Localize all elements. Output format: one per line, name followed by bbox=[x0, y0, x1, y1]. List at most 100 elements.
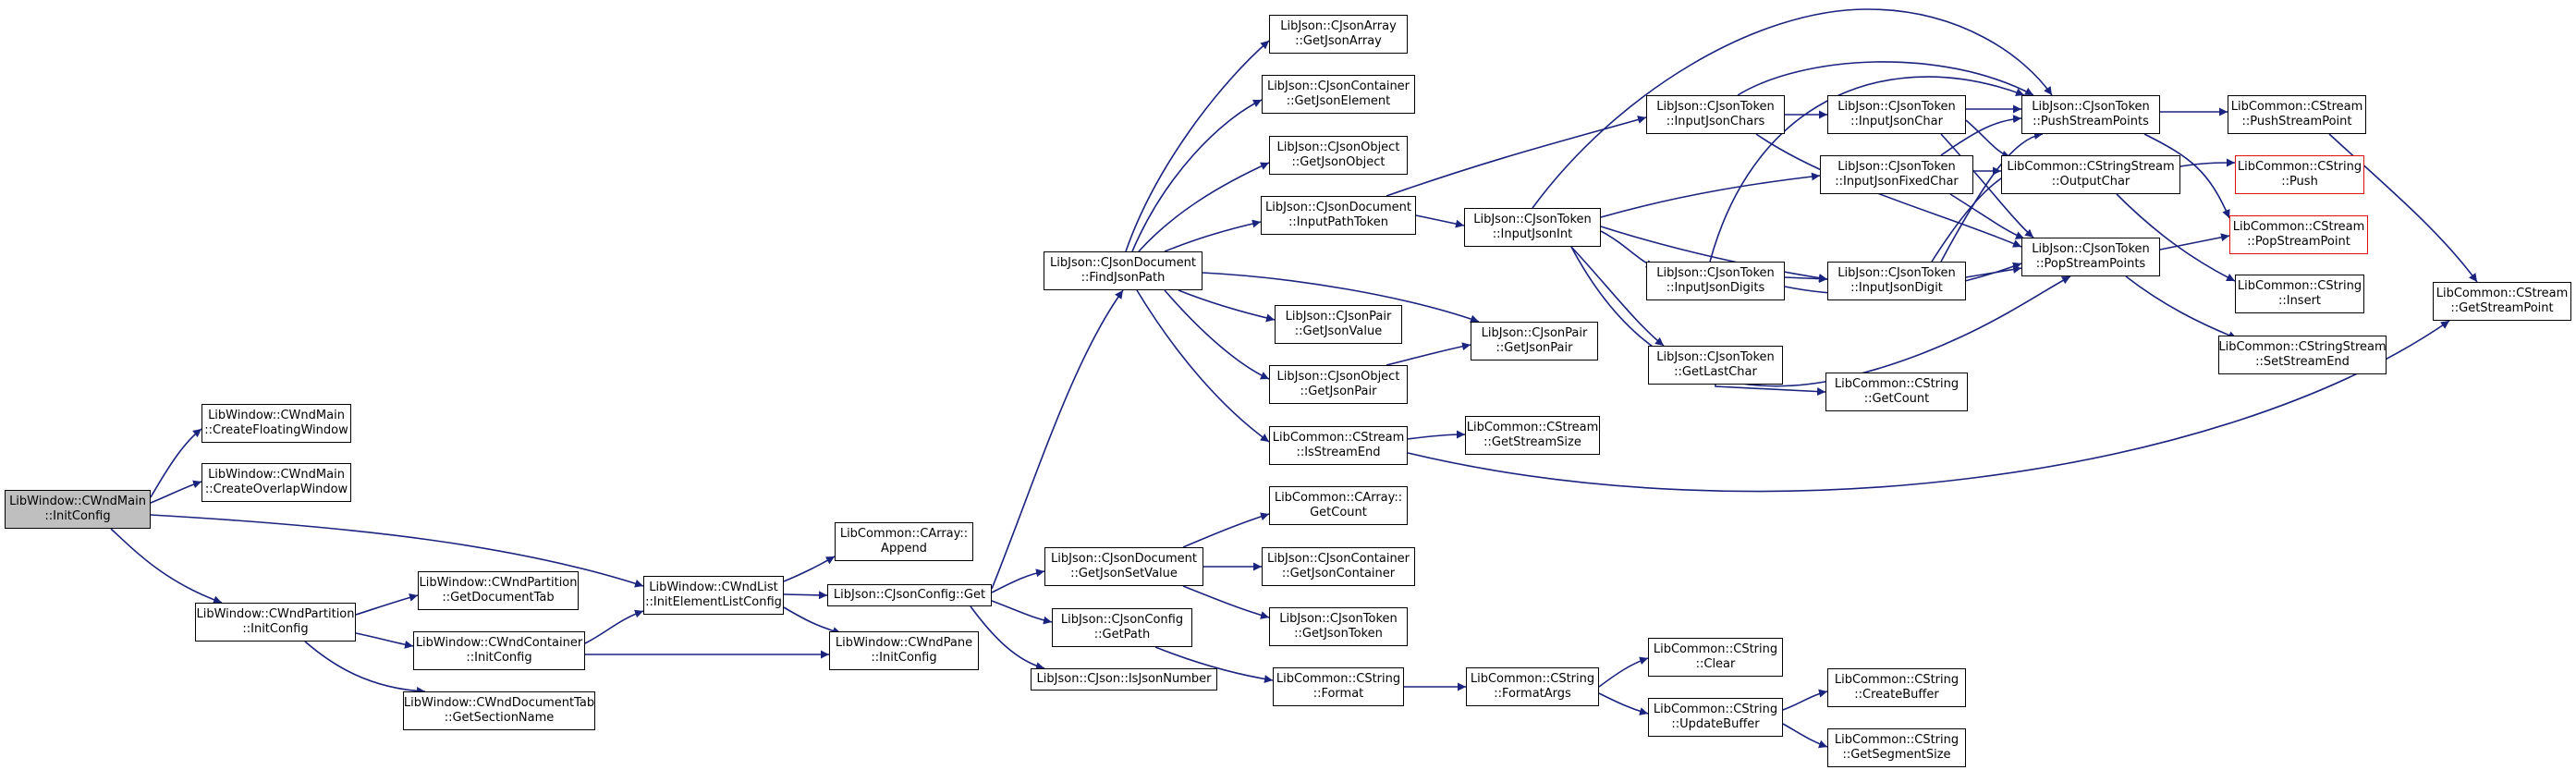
node-label-line1: LibJson::CJsonToken bbox=[1837, 100, 1956, 114]
node-label-line2: ::InputJsonChars bbox=[1666, 115, 1765, 128]
call-edge bbox=[1182, 512, 1270, 548]
node-label-line2: ::PopStreamPoint bbox=[2247, 235, 2350, 249]
node-label-line2: ::GetDocumentTab bbox=[442, 591, 555, 605]
node-cstringstream-setstreamend[interactable]: LibCommon::CStringStream::SetStreamEnd bbox=[2218, 336, 2387, 374]
node-label-line1: LibJson::CJsonObject bbox=[1276, 370, 1400, 384]
call-edge bbox=[150, 480, 202, 504]
node-label-line1: LibJson::CJsonContainer bbox=[1266, 552, 1410, 566]
node-cjsontoken-getlastchar[interactable]: LibJson::CJsonToken::GetLastChar bbox=[1648, 346, 1783, 385]
node-label-line1: LibCommon::CStream bbox=[1272, 431, 1405, 445]
node-cstring-createbuffer[interactable]: LibCommon::CString::CreateBuffer bbox=[1827, 668, 1966, 707]
node-cjsonobject-getjsonobject[interactable]: LibJson::CJsonObject::GetJsonObject bbox=[1269, 136, 1408, 175]
node-cstringstream-outputchar[interactable]: LibCommon::CStringStream::OutputChar bbox=[2001, 155, 2180, 194]
node-cjsoncontainer-getjsoncontainer[interactable]: LibJson::CJsonContainer::GetJsonContaine… bbox=[1262, 547, 1415, 586]
node-label-line1: LibJson::CJsonDocument bbox=[1050, 256, 1196, 270]
node-cstream-getstreampoint[interactable]: LibCommon::CStream::GetStreamPoint bbox=[2433, 282, 2571, 321]
node-cjsonpair-getjsonpair[interactable]: LibJson::CJsonPair::GetJsonPair bbox=[1471, 322, 1598, 361]
node-cjsontoken-inputjsonchars[interactable]: LibJson::CJsonToken::InputJsonChars bbox=[1646, 95, 1785, 134]
node-label-line1: LibWindow::CWndPane bbox=[835, 636, 973, 650]
node-label-line2: ::CreateOverlapWindow bbox=[204, 483, 348, 496]
node-label-line1: LibCommon::CString bbox=[1470, 672, 1595, 686]
node-cjsonarray-getjsonarray[interactable]: LibJson::CJsonArray::GetJsonArray bbox=[1269, 15, 1408, 54]
node-cwndlist-initelementlistconfig[interactable]: LibWindow::CWndList::InitElementListConf… bbox=[643, 576, 784, 615]
node-label-line1: LibJson::CJsonDocument bbox=[1265, 201, 1411, 214]
node-label-line1: LibWindow::CWndMain bbox=[208, 409, 345, 422]
call-edge bbox=[1154, 646, 1274, 684]
node-label-line1: LibJson::CJsonToken bbox=[1837, 266, 1956, 280]
node-cjson-isjsonnumber[interactable]: LibJson::CJson::IsJsonNumber bbox=[1031, 668, 1217, 691]
node-label-line2: GetCount bbox=[1310, 506, 1367, 519]
node-carray-append[interactable]: LibCommon::CArray::Append bbox=[835, 522, 973, 561]
node-cjsontoken-pushstreampoints[interactable]: LibJson::CJsonToken::PushStreamPoints bbox=[2021, 95, 2160, 134]
node-label-line1: LibJson::CJsonToken bbox=[1656, 266, 1775, 280]
node-label-line1: LibCommon::CString bbox=[1834, 733, 1959, 747]
node-cjsondocument-findjsonpath[interactable]: LibJson::CJsonDocument::FindJsonPath bbox=[1044, 251, 1203, 290]
node-cstream-getstreamsize[interactable]: LibCommon::CStream::GetStreamSize bbox=[1465, 416, 1600, 455]
node-cstring-getcount[interactable]: LibCommon::CString::GetCount bbox=[1825, 373, 1968, 411]
node-label-line1: LibCommon::CString bbox=[1653, 642, 1778, 656]
node-label-line1: LibCommon::CString bbox=[1276, 672, 1401, 686]
node-carray-getcount[interactable]: LibCommon::CArray::GetCount bbox=[1269, 486, 1408, 525]
node-label-line2: ::GetSegmentSize bbox=[1842, 748, 1951, 762]
node-label-line2: ::CreateBuffer bbox=[1854, 688, 1939, 702]
node-cwndpartition-getdocumenttab[interactable]: LibWindow::CWndPartition::GetDocumentTab bbox=[418, 571, 579, 610]
node-label-line2: ::InitConfig bbox=[44, 509, 111, 523]
call-edge bbox=[1598, 692, 1649, 715]
node-label-line2: ::PopStreamPoints bbox=[2035, 257, 2146, 271]
node-label-line1: LibCommon::CArray:: bbox=[839, 527, 969, 541]
node-cstream-pushstreampoint[interactable]: LibCommon::CStream::PushStreamPoint bbox=[2228, 95, 2366, 134]
node-label-line1: LibCommon::CStringStream bbox=[2218, 340, 2387, 354]
node-label-line1: LibCommon::CArray:: bbox=[1274, 491, 1403, 505]
node-cstring-formatargs[interactable]: LibCommon::CString::FormatArgs bbox=[1466, 667, 1599, 706]
node-cjsonconfig-get[interactable]: LibJson::CJsonConfig::Get bbox=[827, 584, 992, 606]
call-edge bbox=[150, 514, 644, 588]
node-cwndpane-initconfig[interactable]: LibWindow::CWndPane::InitConfig bbox=[829, 631, 979, 670]
node-cstring-getsegmentsize[interactable]: LibCommon::CString::GetSegmentSize bbox=[1827, 728, 1966, 767]
node-cjsonconfig-getpath[interactable]: LibJson::CJsonConfig::GetPath bbox=[1052, 608, 1192, 647]
node-cjsondocument-getjsonsetvalue[interactable]: LibJson::CJsonDocument::GetJsonSetValue bbox=[1044, 547, 1203, 586]
node-cwnddocumenttab-getsectionname[interactable]: LibWindow::CWndDocumentTab::GetSectionNa… bbox=[403, 691, 595, 730]
node-label-line2: ::PushStreamPoint bbox=[2241, 115, 2352, 128]
node-cjsontoken-inputjsonchar[interactable]: LibJson::CJsonToken::InputJsonChar bbox=[1827, 95, 1966, 134]
node-cstring-insert[interactable]: LibCommon::CString::Insert bbox=[2235, 275, 2364, 313]
node-cjsontoken-getjsontoken[interactable]: LibJson::CJsonToken::GetJsonToken bbox=[1269, 607, 1408, 646]
node-label-line1: LibCommon::CStream bbox=[2436, 287, 2569, 300]
node-cstring-format[interactable]: LibCommon::CString::Format bbox=[1273, 667, 1404, 706]
node-cjsontoken-inputjsondigit[interactable]: LibJson::CJsonToken::InputJsonDigit bbox=[1827, 262, 1966, 300]
node-label-line2: ::GetSectionName bbox=[444, 711, 555, 725]
node-label-line2: ::GetJsonArray bbox=[1295, 34, 1382, 48]
node-label-line2: ::GetStreamSize bbox=[1483, 435, 1581, 449]
node-label-line1: LibJson::CJsonContainer bbox=[1266, 79, 1410, 93]
node-cjsoncontainer-getjsonelement[interactable]: LibJson::CJsonContainer::GetJsonElement bbox=[1262, 75, 1415, 114]
node-label-line1: LibJson::CJsonToken bbox=[1837, 160, 1956, 174]
node-label-line2: ::InitConfig bbox=[466, 651, 532, 665]
node-cjsontoken-inputjsonint[interactable]: LibJson::CJsonToken::InputJsonInt bbox=[1464, 208, 1601, 247]
node-label-line1: LibJson::CJsonToken bbox=[1473, 213, 1592, 226]
node-cjsontoken-popstreampoints[interactable]: LibJson::CJsonToken::PopStreamPoints bbox=[2021, 238, 2160, 276]
call-edge bbox=[2328, 133, 2478, 283]
node-cwndcontainer-initconfig[interactable]: LibWindow::CWndContainer::InitConfig bbox=[413, 631, 585, 670]
node-cjsontoken-inputjsonfixedchar[interactable]: LibJson::CJsonToken::InputJsonFixedChar bbox=[1820, 155, 1973, 194]
call-edge bbox=[1784, 275, 1828, 284]
node-cwndmain-createfloatingwindow[interactable]: LibWindow::CWndMain::CreateFloatingWindo… bbox=[201, 404, 351, 443]
node-cstring-updatebuffer[interactable]: LibCommon::CString::UpdateBuffer bbox=[1648, 698, 1783, 737]
node-cwndmain-createoverlapwindow[interactable]: LibWindow::CWndMain::CreateOverlapWindow bbox=[201, 463, 351, 502]
node-cjsondocument-inputpathtoken[interactable]: LibJson::CJsonDocument::InputPathToken bbox=[1261, 196, 1416, 235]
node-cstring-clear[interactable]: LibCommon::CString::Clear bbox=[1648, 638, 1783, 677]
node-label-line2: ::Push bbox=[2281, 175, 2318, 189]
node-cstring-push[interactable]: LibCommon::CString::Push bbox=[2235, 155, 2364, 194]
node-label-line1: LibJson::CJsonObject bbox=[1276, 141, 1400, 154]
call-edge bbox=[1600, 226, 1828, 283]
call-edge bbox=[1737, 61, 2034, 96]
node-cjsonobject-getjsonpair[interactable]: LibJson::CJsonObject::GetJsonPair bbox=[1269, 365, 1408, 404]
node-cjsontoken-inputjsondigits[interactable]: LibJson::CJsonToken::InputJsonDigits bbox=[1646, 262, 1785, 300]
call-edge bbox=[1532, 8, 2053, 209]
node-label-line1: LibCommon::CStream bbox=[1466, 421, 1599, 434]
call-edge bbox=[1965, 265, 2022, 278]
node-cjsonpair-getjsonvalue[interactable]: LibJson::CJsonPair::GetJsonValue bbox=[1275, 305, 1402, 344]
node-cstream-popstreampoint[interactable]: LibCommon::CStream::PopStreamPoint bbox=[2229, 215, 2368, 254]
node-label-line2: ::InputJsonDigit bbox=[1850, 281, 1943, 295]
node-cstream-isstreamend[interactable]: LibCommon::CStream::IsStreamEnd bbox=[1269, 426, 1408, 465]
node-cwndpartition-initconfig[interactable]: LibWindow::CWndPartition::InitConfig bbox=[195, 603, 356, 642]
call-edge bbox=[1782, 689, 1828, 711]
